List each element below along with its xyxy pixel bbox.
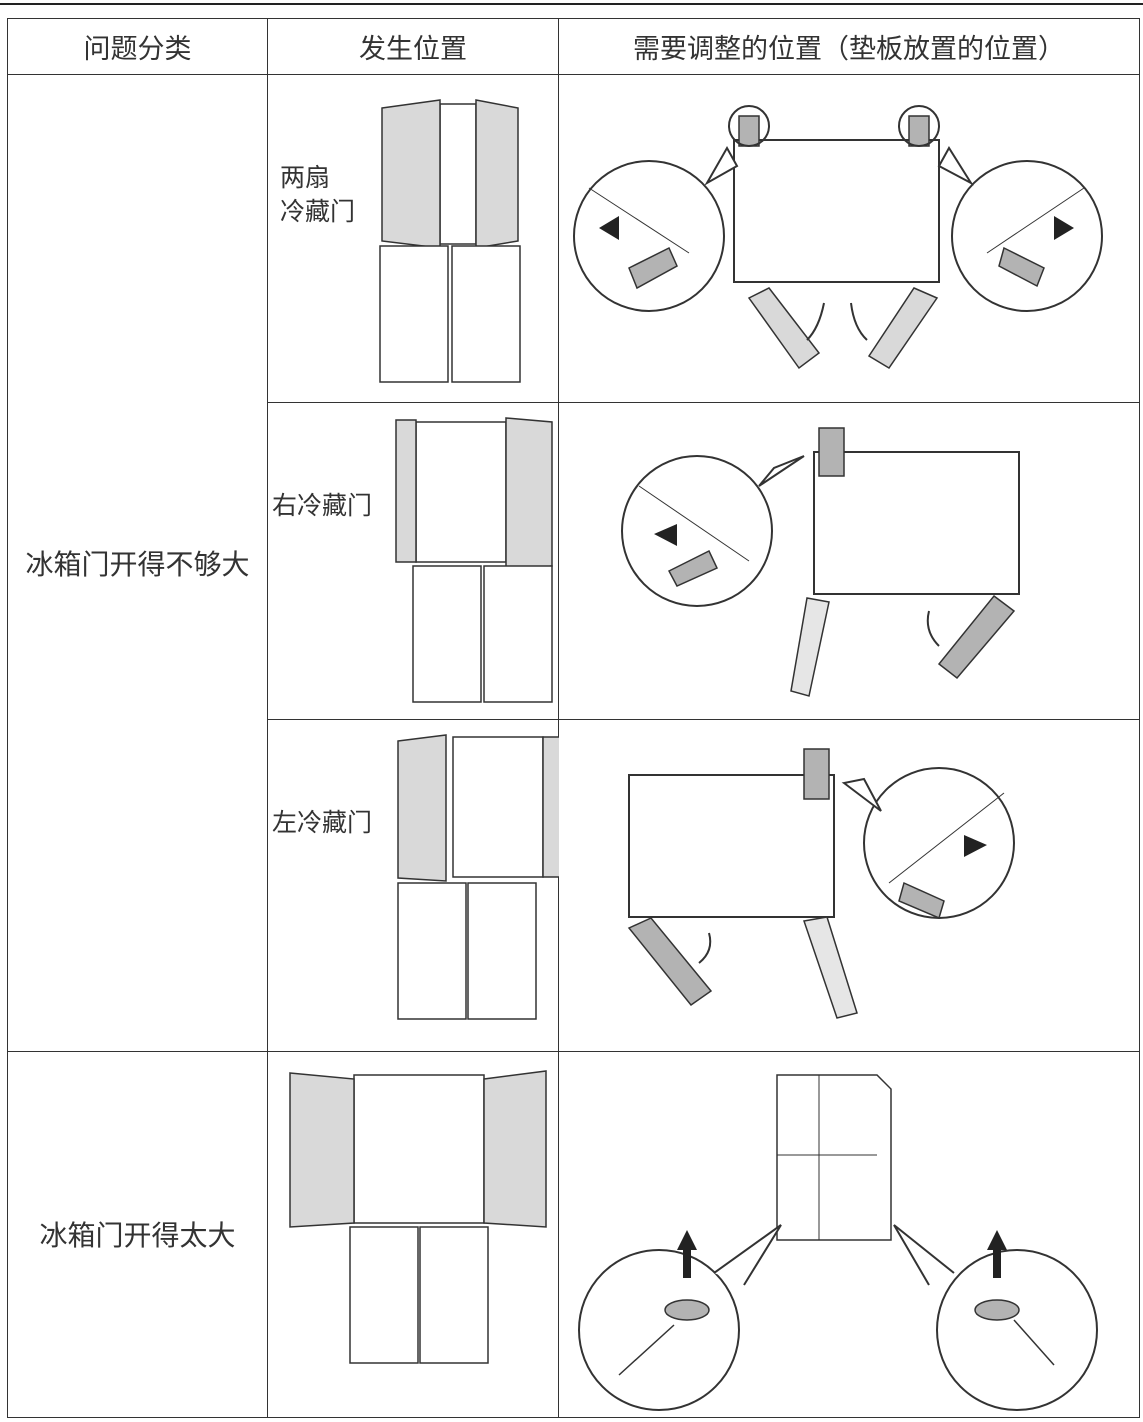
table-header-row: 问题分类 发生位置 需要调整的位置（垫板放置的位置） <box>7 18 1140 75</box>
table-row: 右冷藏门 <box>8 401 1140 721</box>
header-adjust-position: 需要调整的位置（垫板放置的位置） <box>558 18 1140 75</box>
header-location: 发生位置 <box>267 18 559 75</box>
top-rule <box>0 3 1143 5</box>
location-label: 右冷藏门 <box>272 490 373 520</box>
location-too-open <box>267 1050 559 1419</box>
table-row: 冰箱门开得不够大 两扇 冷藏门 <box>7 73 1140 1052</box>
fridge-left-door-diagram <box>397 734 559 1021</box>
adjust-both-doors <box>558 73 1140 403</box>
shim-both-sides-diagram <box>573 105 1103 370</box>
shim-left-door-diagram <box>627 748 1015 1020</box>
adjust-too-open <box>558 1050 1140 1419</box>
location-left-door: 左冷藏门 <box>267 719 559 1052</box>
adjustment-table: 问题分类 发生位置 需要调整的位置（垫板放置的位置） 冰箱门开得不够大 两扇 冷… <box>7 18 1140 1419</box>
location-both-doors: 两扇 冷藏门 <box>267 73 559 403</box>
table-row: 左冷藏门 <box>8 719 1140 1052</box>
category-not-open-enough: 冰箱门开得不够大 <box>7 73 268 1052</box>
adjust-right-door <box>558 401 1140 721</box>
location-label-line2: 冷藏门 <box>280 196 356 226</box>
shim-right-door-diagram <box>621 427 1020 697</box>
fridge-too-open-diagram <box>289 1070 547 1365</box>
fridge-both-doors-diagram <box>379 99 521 383</box>
adjust-left-door <box>558 719 1140 1052</box>
leveling-foot-diagram <box>578 1074 1098 1412</box>
location-label: 两扇 冷藏门 <box>280 161 355 229</box>
fridge-right-door-diagram <box>395 416 553 703</box>
location-label: 左冷藏门 <box>272 808 373 837</box>
location-right-door: 右冷藏门 <box>267 401 559 721</box>
category-too-open: 冰箱门开得太大 <box>7 1050 268 1419</box>
table-row: 冰箱门开得太大 <box>7 1050 1140 1419</box>
header-problem-category: 问题分类 <box>7 18 268 75</box>
location-label-line1: 两扇 <box>280 162 331 192</box>
